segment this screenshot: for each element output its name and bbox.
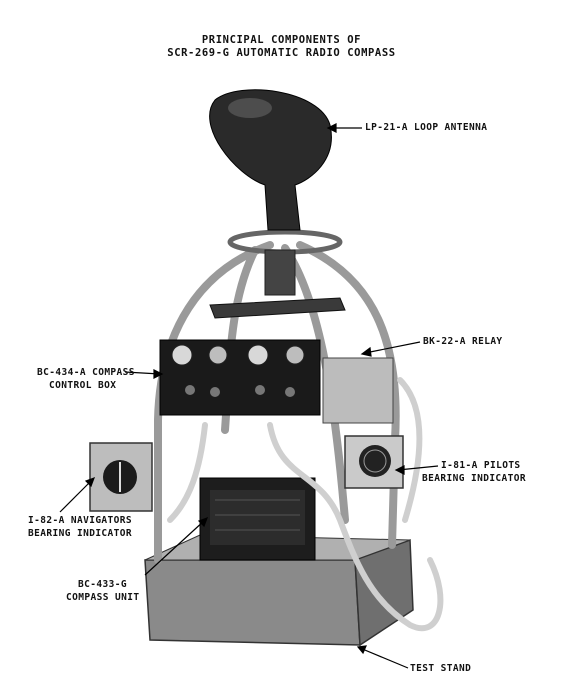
label-pilots-line-2: BEARING INDICATOR — [422, 473, 527, 484]
pilots-bearing-indicator — [344, 435, 404, 489]
label-test-stand: TEST STAND — [410, 663, 472, 674]
label-navigators-line-2: BEARING INDICATOR — [28, 528, 133, 539]
label-navigators-line-1: I-82-A NAVIGATORS — [28, 515, 133, 526]
page-title-line-1: PRINCIPAL COMPONENTS OF — [201, 34, 362, 46]
navigators-bearing-indicator — [89, 442, 153, 512]
label-compass-unit-line-1: BC-433-G — [78, 579, 127, 590]
relay-box — [322, 357, 394, 424]
label-control-box-line-2: CONTROL BOX — [49, 380, 117, 391]
compass-control-box — [159, 339, 321, 416]
label-loop-antenna: LP-21-A LOOP ANTENNA — [365, 122, 488, 133]
loop-antenna — [209, 89, 332, 296]
page-title-line-2: SCR-269-G AUTOMATIC RADIO COMPASS — [167, 47, 396, 59]
leader-lines — [59, 123, 439, 669]
cables — [167, 377, 444, 632]
label-compass-unit-line-2: COMPASS UNIT — [66, 592, 140, 603]
compass-unit — [199, 477, 316, 561]
label-control-box-line-1: BC-434-A COMPASS — [37, 367, 135, 378]
label-relay: BK-22-A RELAY — [423, 336, 503, 347]
label-pilots-line-1: I-81-A PILOTS — [441, 460, 521, 471]
